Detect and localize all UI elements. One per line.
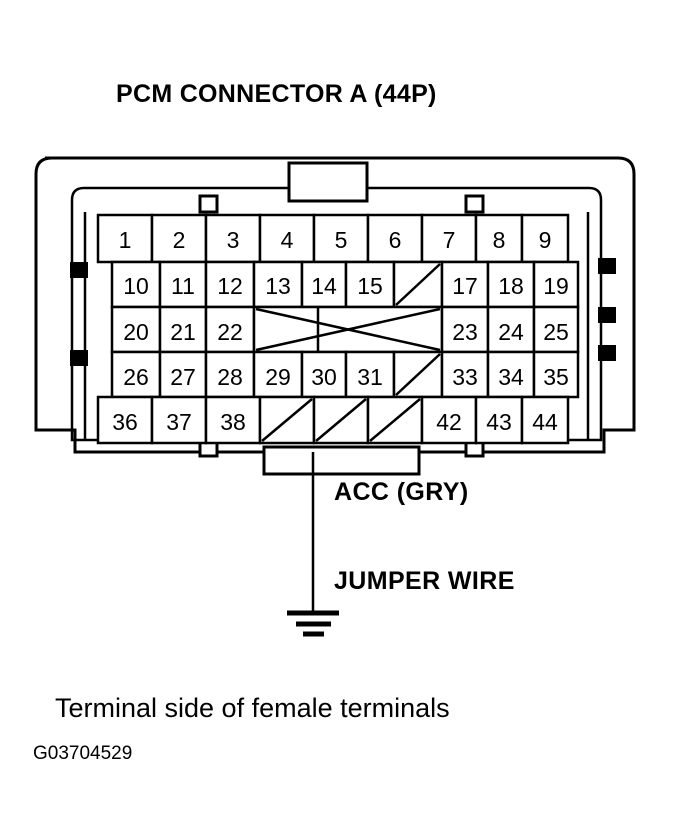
pin-label-18: 18: [498, 273, 524, 299]
pin-label-31: 31: [357, 364, 383, 390]
pin-cell-24[interactable]: [486, 305, 536, 354]
pin-cell-5[interactable]: [312, 213, 370, 264]
pin-label-3: 3: [227, 227, 240, 253]
pin-label-24: 24: [498, 319, 524, 345]
pin-cell-22[interactable]: [204, 305, 256, 354]
wire-label-acc: ACC (GRY): [334, 478, 469, 506]
pin-cell-36[interactable]: [96, 395, 154, 445]
pin-label-13: 13: [265, 273, 291, 299]
connector-inner-shell: [70, 186, 603, 442]
figure-caption: Terminal side of female terminals: [55, 693, 450, 723]
pin-label-44: 44: [532, 409, 558, 435]
pin-cell-7[interactable]: [420, 213, 478, 264]
pin-label-37: 37: [166, 409, 192, 435]
latch-right-upper: [598, 258, 616, 274]
pin-label-34: 34: [498, 364, 524, 390]
blank-x-line-b: [255, 307, 441, 352]
pin-label-1: 1: [119, 227, 132, 253]
pin-row-3: 20 21 22 23 24 25: [110, 305, 580, 354]
top-tab-left: [198, 194, 219, 214]
pin-label-29: 29: [265, 364, 291, 390]
pin-cell-10[interactable]: [110, 260, 162, 309]
pin-label-6: 6: [389, 227, 402, 253]
pin-cell-19[interactable]: [532, 260, 580, 309]
pin-label-5: 5: [335, 227, 348, 253]
pin-cell-21[interactable]: [158, 305, 208, 354]
pin-label-38: 38: [220, 409, 246, 435]
latch-left-lower: [70, 350, 88, 366]
pin-label-10: 10: [123, 273, 149, 299]
pin-cell-26[interactable]: [110, 350, 162, 399]
earth-ground-icon: [287, 610, 339, 637]
pin-label-7: 7: [443, 227, 456, 253]
pin-row-1: 1 2 3 4 5 6 7 8 9: [96, 213, 570, 264]
pin-label-11: 11: [171, 273, 195, 299]
pin-cell-9[interactable]: [520, 213, 570, 264]
pin-cell-44[interactable]: [520, 395, 570, 445]
pin-cell-30[interactable]: [300, 350, 348, 399]
pin-label-21: 21: [170, 319, 196, 345]
pin-label-17: 17: [452, 273, 478, 299]
pin-label-23: 23: [452, 319, 478, 345]
pin-label-25: 25: [543, 319, 569, 345]
pin-label-35: 35: [543, 364, 569, 390]
pin-label-15: 15: [357, 273, 383, 299]
pin-cell-15[interactable]: [344, 260, 396, 309]
pin-label-4: 4: [281, 227, 294, 253]
blank-slash-16: [395, 263, 441, 306]
blank-slash-41: [369, 398, 421, 442]
pin-label-22: 22: [217, 319, 243, 345]
blank-slash-39: [261, 398, 313, 442]
latch-right-middle: [598, 307, 616, 323]
pin-label-9: 9: [539, 227, 552, 253]
pin-cell-43[interactable]: [474, 395, 524, 445]
latch-right-lower: [598, 345, 616, 361]
pin-cell-4[interactable]: [258, 213, 316, 264]
latch-left-upper: [70, 262, 88, 278]
bottom-center-tab: [262, 445, 421, 476]
jumper-wire-label: JUMPER WIRE: [334, 567, 515, 595]
pin-label-14: 14: [311, 273, 337, 299]
pin-cell-14[interactable]: [300, 260, 348, 309]
pin-label-19: 19: [543, 273, 569, 299]
figure-id: G03704529: [33, 743, 132, 764]
pin-cell-28[interactable]: [204, 350, 256, 399]
pin-cell-6[interactable]: [366, 213, 424, 264]
page-title: PCM CONNECTOR A (44P): [116, 80, 437, 108]
pin-row-2: 10 11 12 13 14 15 17 18 19: [110, 260, 580, 309]
pin-cell-17[interactable]: [440, 260, 490, 309]
pin-label-42: 42: [436, 409, 462, 435]
blank-slash-40: [315, 398, 367, 442]
pin-label-2: 2: [173, 227, 186, 253]
pin-label-43: 43: [486, 409, 512, 435]
pin-label-26: 26: [123, 364, 149, 390]
pin-label-27: 27: [170, 364, 196, 390]
pin-label-36: 36: [112, 409, 138, 435]
pin-label-30: 30: [311, 364, 337, 390]
blank-slash-32: [395, 353, 441, 396]
pin-label-33: 33: [452, 364, 478, 390]
top-tab-right: [464, 194, 485, 214]
pin-cell-2[interactable]: [150, 213, 208, 264]
top-center-tab: [287, 161, 369, 203]
pin-label-28: 28: [217, 364, 243, 390]
pin-label-20: 20: [123, 319, 149, 345]
pin-label-8: 8: [493, 227, 506, 253]
pin-row-4: 26 27 28 29 30 31 33 34 35: [110, 350, 580, 399]
pin-label-12: 12: [217, 273, 243, 299]
pin-row-5: 36 37 38 42 43 44: [96, 395, 570, 445]
